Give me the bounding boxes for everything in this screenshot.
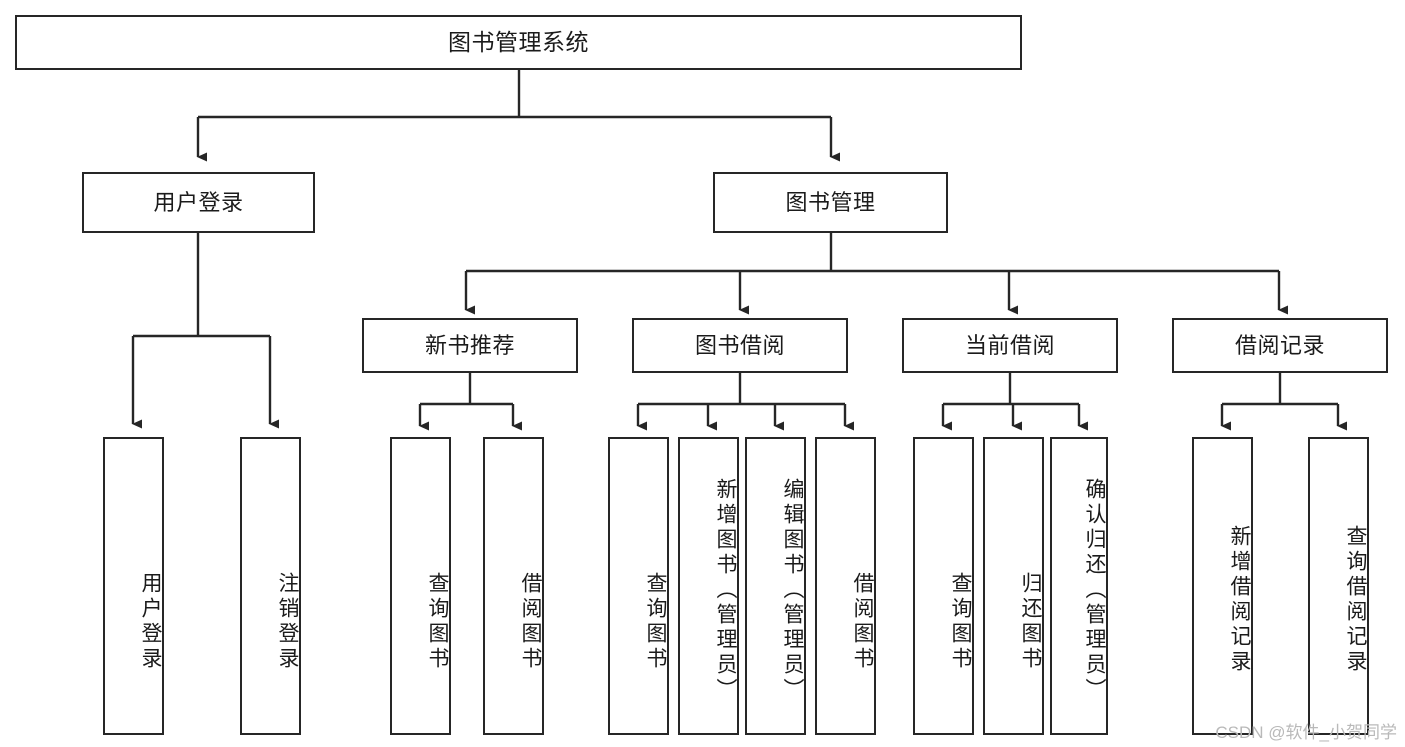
node-borrow-record[interactable]: 借阅记录 (1172, 318, 1388, 373)
node-book-borrow[interactable]: 图书借阅 (632, 318, 848, 373)
leaf-return-book[interactable]: 归还图书 (983, 437, 1044, 735)
leaf-borrow-book-recommend[interactable]: 借阅图书 (483, 437, 544, 735)
leaf-edit-book[interactable]: 编辑图书（管理员） (745, 437, 806, 735)
leaf-add-book[interactable]: 新增图书（管理员） (678, 437, 739, 735)
leaf-query-book-borrow[interactable]: 查询图书 (608, 437, 669, 735)
node-book-management[interactable]: 图书管理 (713, 172, 948, 233)
leaf-query-borrow-record[interactable]: 查询借阅记录 (1308, 437, 1369, 735)
leaf-confirm-return[interactable]: 确认归还（管理员） (1050, 437, 1108, 735)
node-root-system[interactable]: 图书管理系统 (15, 15, 1022, 70)
leaf-borrow-book[interactable]: 借阅图书 (815, 437, 876, 735)
node-current-borrow[interactable]: 当前借阅 (902, 318, 1118, 373)
node-user-login[interactable]: 用户登录 (82, 172, 315, 233)
leaf-logout[interactable]: 注销登录 (240, 437, 301, 735)
node-new-book-recommend[interactable]: 新书推荐 (362, 318, 578, 373)
leaf-user-login[interactable]: 用户登录 (103, 437, 164, 735)
leaf-add-borrow-record[interactable]: 新增借阅记录 (1192, 437, 1253, 735)
leaf-query-book-recommend[interactable]: 查询图书 (390, 437, 451, 735)
leaf-query-book-current[interactable]: 查询图书 (913, 437, 974, 735)
